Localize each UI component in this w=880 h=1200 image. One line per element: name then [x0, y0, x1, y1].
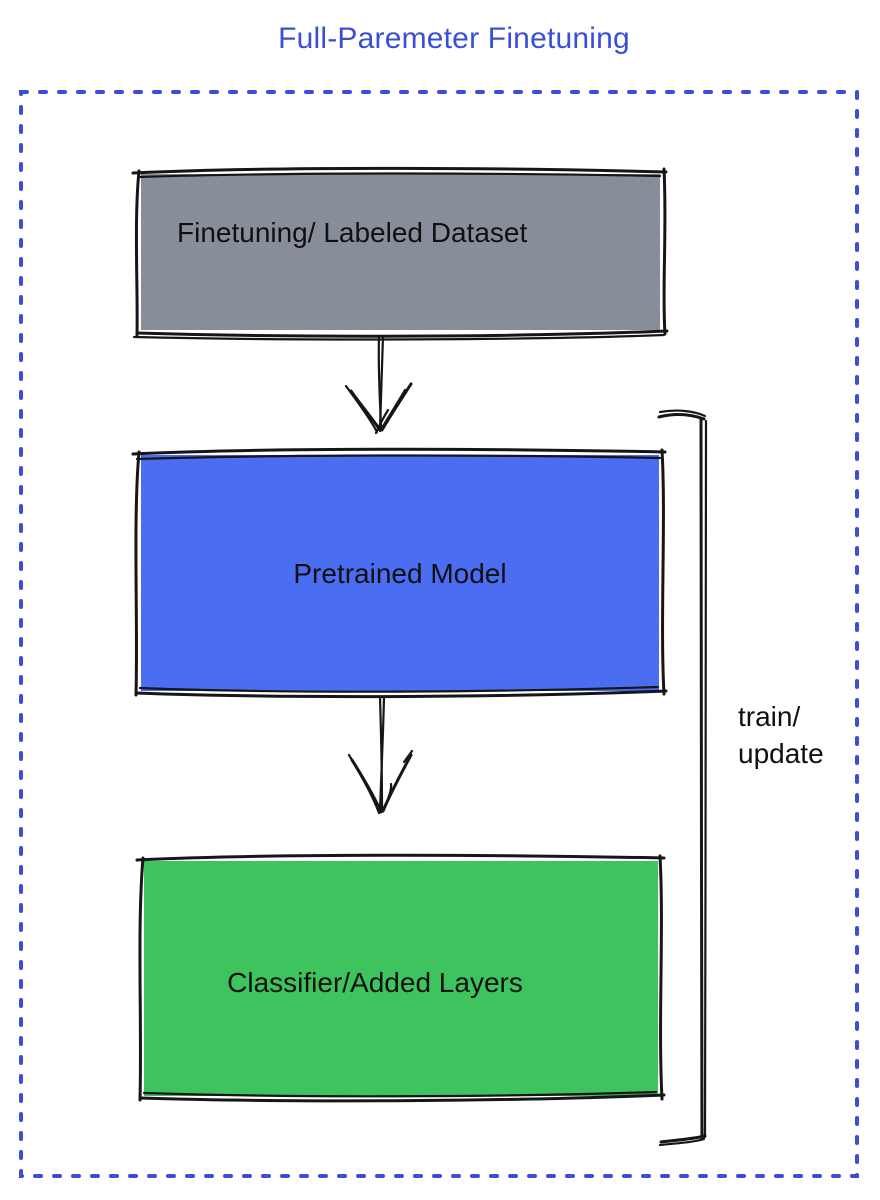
train-update-label-line1: train/	[738, 701, 801, 732]
bracket-top-hook	[658, 409, 707, 418]
pretrained-box-border-top2	[135, 454, 662, 461]
dataset-box-border-right	[662, 167, 667, 336]
dataset-box-border-bottom	[135, 329, 669, 338]
train-update-label: train/ update	[738, 698, 824, 772]
dataset-box-fill	[141, 174, 660, 330]
classifier-box-border-bottom2	[142, 1090, 658, 1098]
classifier-box-border-left	[138, 856, 145, 1102]
arrow-head	[374, 408, 390, 435]
dataset-box-label: Finetuning/ Labeled Dataset	[177, 217, 528, 248]
arrow-head	[347, 753, 381, 815]
arrow-head	[381, 782, 393, 813]
arrow-head	[344, 384, 379, 434]
pretrained-box-border-bottom2	[138, 685, 660, 693]
pretrained-box-border-left	[134, 450, 141, 697]
pretrained-box-label: Pretrained Model	[293, 558, 507, 589]
pretrained-box-border-bottom	[134, 689, 668, 699]
classifier-box-border-bottom	[138, 1093, 666, 1103]
classifier-box	[135, 853, 666, 1103]
arrow-head	[378, 388, 407, 433]
bracket-vertical	[699, 418, 704, 1141]
dataset-box-border-top	[131, 166, 668, 175]
classifier-box-border-top	[135, 853, 666, 862]
bracket-bottom-hook	[658, 1137, 706, 1147]
bracket-vertical	[703, 419, 708, 1139]
arrow-shaft	[378, 334, 385, 431]
dotted-border	[19, 90, 859, 1178]
arrow-head	[380, 382, 413, 432]
dataset-box-border-bottom2	[132, 333, 666, 341]
pretrained-box-fill	[141, 455, 659, 691]
dataset-box-border-top2	[137, 172, 662, 179]
bracket-bottom-hook	[659, 1134, 707, 1144]
pretrained-box-border-right	[660, 448, 666, 696]
bracket-top-hook	[657, 413, 706, 421]
classifier-box-fill	[144, 861, 658, 1096]
arrow-pretrained-to-classifier	[347, 695, 414, 815]
dataset-box	[131, 166, 669, 341]
arrow-dataset-to-pretrained	[344, 334, 413, 435]
pretrained-box-border-top	[131, 447, 667, 456]
dataset-box-border-left	[134, 169, 141, 337]
arrow-head	[402, 749, 414, 764]
pretrained-box	[131, 447, 668, 699]
arrow-head	[349, 389, 382, 432]
arrow-shaft	[378, 695, 386, 813]
train-update-label-line2: update	[738, 738, 824, 769]
diagram-title: Full-Paremeter Finetuning	[278, 22, 630, 55]
train-update-bracket	[657, 409, 708, 1147]
classifier-box-label: Classifier/Added Layers	[227, 967, 523, 998]
classifier-box-border-right	[658, 854, 664, 1101]
